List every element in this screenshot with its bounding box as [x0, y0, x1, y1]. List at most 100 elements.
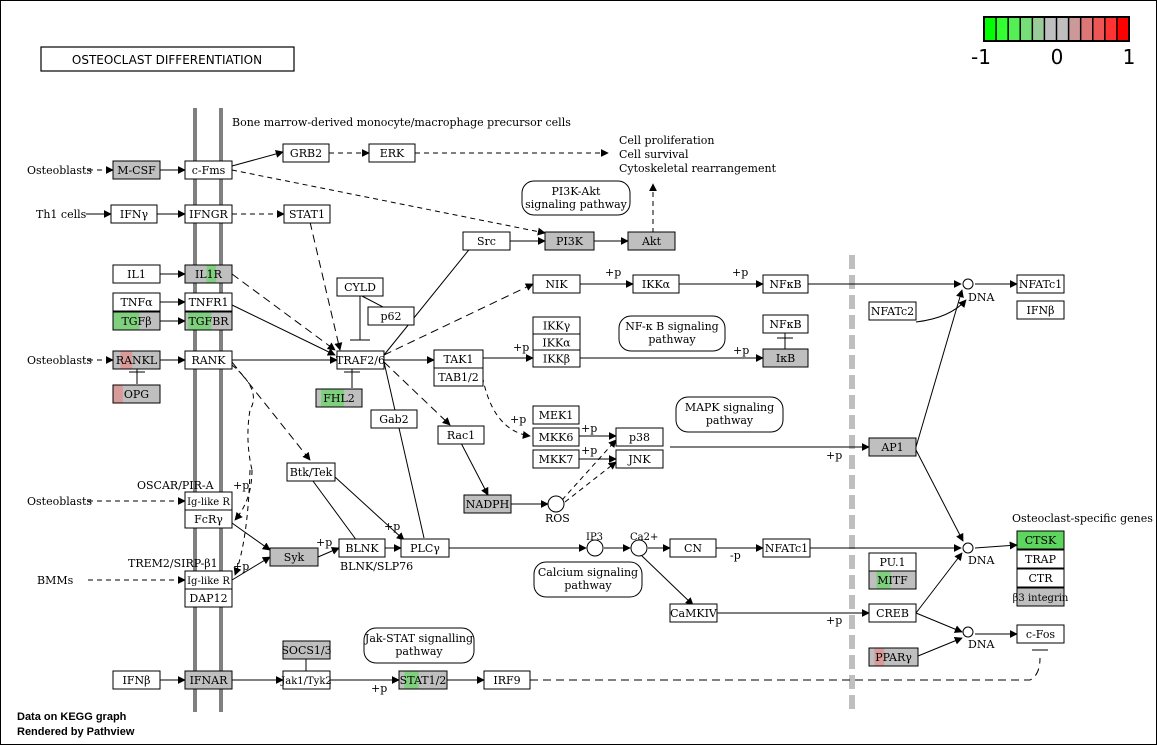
gene-node-syk[interactable]: Syk — [269, 547, 319, 567]
gene-node-label: STAT1 — [289, 208, 325, 221]
gene-node-label: OPG — [124, 388, 149, 401]
gene-node-ifngr[interactable]: IFNGR — [184, 204, 233, 224]
gene-node-ikka[interactable]: IKKα — [632, 274, 680, 294]
gene-node-ifnar[interactable]: IFNAR — [184, 670, 233, 690]
gene-node-traf6[interactable]: TRAF2/6 — [336, 350, 385, 370]
gene-node-box — [112, 384, 161, 404]
gene-node-opg[interactable]: OPG — [112, 384, 161, 404]
gene-node-label: IFNβ — [123, 674, 151, 687]
gene-node-src[interactable]: Src — [462, 231, 511, 251]
ros-node — [547, 495, 565, 513]
gene-node-jnk[interactable]: JNK — [615, 449, 664, 469]
gene-node-stat12[interactable]: STAT1/2 — [398, 670, 448, 690]
gene-node-box — [532, 405, 580, 425]
gene-node-rac1[interactable]: Rac1 — [437, 425, 485, 445]
gene-node-b3int[interactable]: β3 integrin — [1013, 587, 1069, 607]
gene-node-tgfbr[interactable]: TGFBR — [184, 311, 233, 331]
gene-node-pi3k[interactable]: PI3K — [544, 231, 595, 251]
gene-node-fcry[interactable]: FcRγ — [184, 509, 233, 529]
gene-node-mek1[interactable]: MEK1 — [532, 405, 580, 425]
gene-node-creb[interactable]: CREB — [868, 603, 917, 623]
gene-node-nfkb1[interactable]: NFκB — [762, 274, 809, 294]
gene-node-ikkg[interactable]: IKKγ — [532, 316, 581, 335]
gene-node-pu1[interactable]: PU.1 — [868, 552, 917, 572]
gene-node-iglike2[interactable]: Ig-like R — [184, 570, 233, 590]
gene-node-tnfr1[interactable]: TNFR1 — [184, 292, 233, 312]
gene-node-box — [669, 603, 718, 623]
gene-node-erk[interactable]: ERK — [368, 143, 416, 163]
gene-node-tnfa[interactable]: TNFα — [112, 292, 161, 312]
gene-node-nadph[interactable]: NADPH — [463, 494, 512, 514]
gene-node-mitf[interactable]: MITF — [868, 570, 917, 590]
legend-swatch — [1044, 17, 1057, 41]
gene-node-akt[interactable]: Akt — [627, 231, 676, 251]
gene-node-nfkb2[interactable]: NFκB — [762, 314, 809, 334]
gene-node-nfatc1a[interactable]: NFATc1 — [1016, 274, 1065, 294]
color-legend — [983, 16, 1130, 42]
gene-node-ikka2[interactable]: IKKα — [532, 333, 581, 352]
gene-node-dap12[interactable]: DAP12 — [184, 588, 233, 608]
gene-node-ifnb1[interactable]: IFNβ — [112, 670, 161, 690]
gene-node-ctsk[interactable]: CTSK — [1016, 530, 1065, 550]
gene-node-p38[interactable]: p38 — [615, 427, 664, 447]
pathway-label-line1: PI3K-Akt — [552, 185, 601, 198]
gene-node-label: MKK7 — [539, 453, 574, 466]
gene-node-label: IKKα — [642, 278, 671, 291]
gene-node-box — [112, 264, 161, 284]
gene-node-fhl2[interactable]: FHL2 — [315, 388, 363, 408]
gene-node-blnk[interactable]: BLNK — [338, 538, 386, 558]
label-osteoclast-genes: Osteoclast-specific genes — [1012, 512, 1153, 525]
gene-node-tak1[interactable]: TAK1 — [433, 349, 484, 369]
gene-node-ifnb2[interactable]: IFNβ — [1016, 300, 1065, 320]
gene-node-cfms[interactable]: c-Fms — [184, 160, 233, 180]
gene-node-jak[interactable]: Jak1/Tyk2 — [280, 670, 332, 690]
free-labels: Bone marrow-derived monocyte/macrophage … — [27, 116, 1153, 695]
gene-node-label: Akt — [641, 235, 662, 248]
gene-node-label: IFNGR — [189, 208, 228, 221]
gene-node-cyld[interactable]: CYLD — [336, 277, 384, 297]
gene-node-rank[interactable]: RANK — [184, 350, 233, 370]
gene-node-stat1[interactable]: STAT1 — [283, 204, 331, 224]
gene-node-il1r[interactable]: IL1R — [184, 264, 233, 284]
gene-node-ikkb[interactable]: IKKβ — [532, 349, 581, 368]
gene-node-rankl[interactable]: RANKL — [112, 350, 161, 370]
gene-node-grb2[interactable]: GRB2 — [282, 143, 330, 163]
gene-node-tint — [876, 571, 891, 589]
gene-node-irf9[interactable]: IRF9 — [483, 670, 531, 690]
gene-node-box — [184, 588, 233, 608]
gene-node-cfos[interactable]: c-Fos — [1016, 624, 1065, 644]
gene-node-ctr[interactable]: CTR — [1016, 568, 1065, 588]
gene-node-camkiv[interactable]: CaMKIV — [669, 603, 718, 623]
legend-swatch — [1008, 17, 1021, 41]
gene-node-cn[interactable]: CN — [669, 538, 717, 558]
gene-node-ikb[interactable]: IκB — [762, 348, 809, 368]
gene-node-trap[interactable]: TRAP — [1016, 549, 1065, 569]
gene-node-mkk6[interactable]: MKK6 — [532, 427, 580, 447]
gene-node-nfatc2[interactable]: NFATc2 — [868, 301, 917, 321]
gene-node-label: TNFα — [120, 296, 153, 309]
gene-node-ifng[interactable]: IFNγ — [110, 204, 158, 224]
gene-node-nik[interactable]: NIK — [532, 274, 581, 294]
gene-node-label: MITF — [877, 574, 908, 587]
gene-node-il1[interactable]: IL1 — [112, 264, 161, 284]
gene-node-mcsf[interactable]: M-CSF — [112, 160, 161, 180]
gene-node-mkk7[interactable]: MKK7 — [532, 449, 580, 469]
gene-node-btk[interactable]: Btk/Tek — [286, 462, 336, 482]
gene-node-plcg[interactable]: PLCγ — [400, 538, 450, 558]
gene-node-ppar[interactable]: PPARγ — [868, 647, 919, 667]
gene-node-label: Gab2 — [379, 413, 408, 426]
gene-node-gab2[interactable]: Gab2 — [370, 409, 418, 429]
gene-node-tgfb[interactable]: TGFβ — [112, 311, 161, 331]
gene-node-socs[interactable]: SOCS1/3 — [281, 640, 332, 660]
gene-node-p62[interactable]: p62 — [367, 306, 415, 326]
gene-node-iglike1[interactable]: Ig-like R — [184, 491, 233, 511]
gene-node-tab12[interactable]: TAB1/2 — [433, 367, 484, 387]
gene-node-ap1[interactable]: AP1 — [868, 437, 917, 457]
legend-swatch — [1020, 17, 1033, 41]
gene-node-nfatc1b[interactable]: NFATc1 — [762, 538, 811, 558]
